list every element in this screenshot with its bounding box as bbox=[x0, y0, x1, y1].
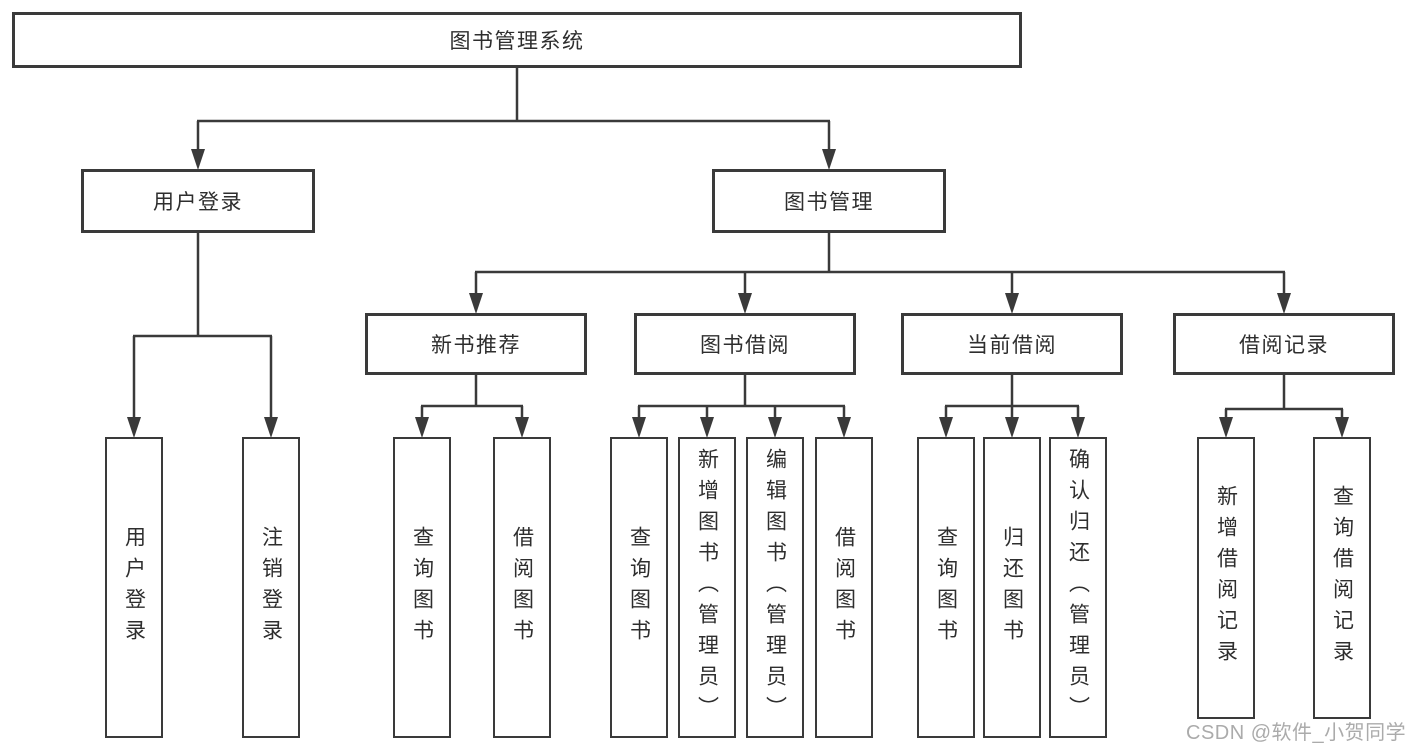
leaf-query-books-recommend: 查询图书 bbox=[393, 437, 451, 738]
node-borrowing-records: 借阅记录 bbox=[1173, 313, 1395, 375]
arrowheads bbox=[127, 149, 1349, 438]
leaf-label: 查询图书 bbox=[934, 525, 958, 650]
leaf-label: 注销登录 bbox=[259, 525, 283, 650]
leaf-add-books-admin: 新增图书（管理员） bbox=[678, 437, 736, 738]
leaf-borrow-books-recommend: 借阅图书 bbox=[493, 437, 551, 738]
node-current-borrowing: 当前借阅 bbox=[901, 313, 1123, 375]
node-user-login: 用户登录 bbox=[81, 169, 315, 233]
node-label: 图书管理系统 bbox=[449, 30, 585, 53]
leaf-label: 新增借阅记录 bbox=[1214, 485, 1238, 671]
leaf-user-login: 用户登录 bbox=[105, 437, 163, 738]
leaf-confirm-return-admin: 确认归还（管理员） bbox=[1049, 437, 1107, 738]
node-label: 新书推荐 bbox=[431, 334, 521, 357]
node-label: 用户登录 bbox=[153, 191, 243, 214]
leaf-label: 借阅图书 bbox=[832, 525, 856, 650]
leaf-query-borrow-record: 查询借阅记录 bbox=[1313, 437, 1371, 719]
csdn-watermark: CSDN @软件_小贺同学 bbox=[1186, 722, 1405, 744]
leaf-borrow-books: 借阅图书 bbox=[815, 437, 873, 738]
node-library-management-system: 图书管理系统 bbox=[12, 12, 1022, 68]
leaf-label: 编辑图书（管理员） bbox=[763, 448, 787, 727]
leaf-return-books: 归还图书 bbox=[983, 437, 1041, 738]
leaf-label: 归还图书 bbox=[1000, 525, 1024, 650]
leaf-label: 新增图书（管理员） bbox=[695, 448, 719, 727]
leaf-label: 确认归还（管理员） bbox=[1066, 448, 1090, 727]
node-label: 图书借阅 bbox=[700, 334, 790, 357]
leaf-label: 用户登录 bbox=[122, 525, 146, 650]
leaf-label: 借阅图书 bbox=[510, 525, 534, 650]
node-label: 借阅记录 bbox=[1239, 334, 1329, 357]
leaf-query-books-current: 查询图书 bbox=[917, 437, 975, 738]
node-label: 图书管理 bbox=[784, 191, 874, 214]
node-book-management: 图书管理 bbox=[712, 169, 946, 233]
leaf-label: 查询图书 bbox=[410, 525, 434, 650]
node-new-book-recommendation: 新书推荐 bbox=[365, 313, 587, 375]
node-label: 当前借阅 bbox=[967, 334, 1057, 357]
leaf-add-borrow-record: 新增借阅记录 bbox=[1197, 437, 1255, 719]
leaf-label: 查询借阅记录 bbox=[1330, 485, 1354, 671]
leaf-label: 查询图书 bbox=[627, 525, 651, 650]
leaf-logout: 注销登录 bbox=[242, 437, 300, 738]
node-book-borrowing: 图书借阅 bbox=[634, 313, 856, 375]
leaf-edit-books-admin: 编辑图书（管理员） bbox=[746, 437, 804, 738]
leaf-query-books-borrowing: 查询图书 bbox=[610, 437, 668, 738]
